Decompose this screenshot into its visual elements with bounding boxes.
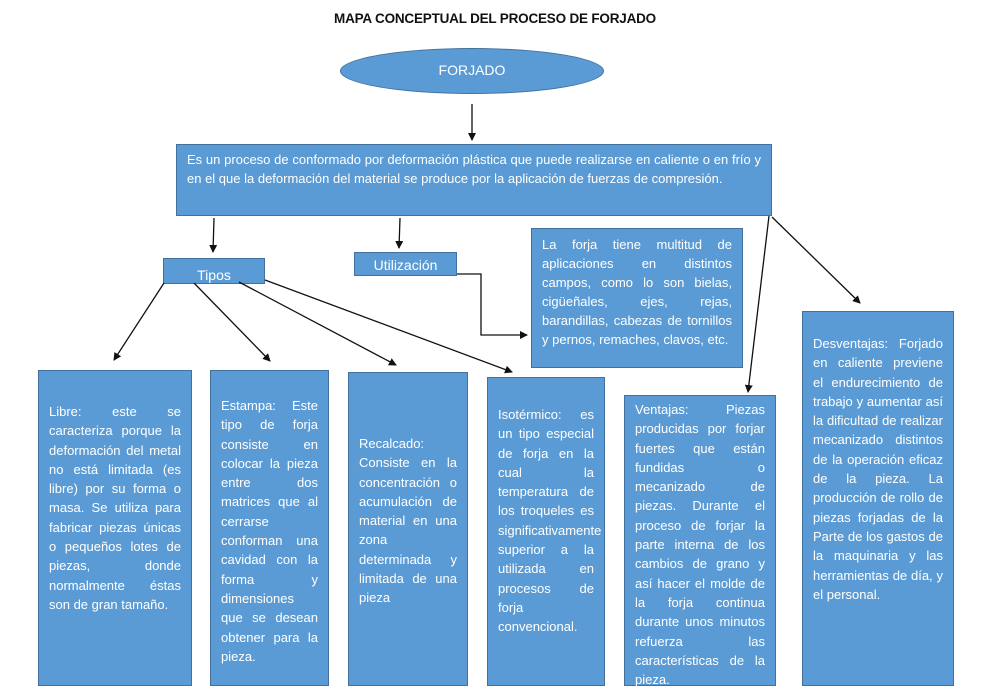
- ventajas-text: Ventajas: Piezas producidas por forjar f…: [635, 402, 765, 688]
- arrow-definition-to-desventajas: [771, 216, 861, 304]
- arrow-tipos-to-estampa: [193, 282, 271, 362]
- tipos-label: Tipos: [197, 267, 231, 283]
- utilizacion-detail-text: La forja tiene multitud de aplicaciones …: [542, 237, 732, 347]
- tipo-estampa-text: Estampa: Este tipo de forja consiste en …: [221, 398, 318, 664]
- tipos-node[interactable]: Tipos: [163, 258, 265, 284]
- tipo-estampa-node[interactable]: Estampa: Este tipo de forja consiste en …: [210, 370, 329, 686]
- arrow-definition-to-ventajas: [744, 215, 770, 393]
- arrow-tipos-to-isotermico: [264, 279, 513, 374]
- desventajas-node[interactable]: Desventajas: Forjado en caliente previen…: [802, 311, 954, 686]
- definition-text: Es un proceso de conformado por deformac…: [187, 152, 761, 186]
- tipo-isotermico-node[interactable]: Isotérmico: es un tipo especial de forja…: [487, 377, 605, 686]
- root-node-forjado[interactable]: FORJADO: [340, 48, 604, 94]
- utilizacion-label: Utilización: [373, 257, 438, 273]
- tipo-isotermico-text: Isotérmico: es un tipo especial de forja…: [498, 407, 602, 635]
- arrow-definition-to-tipos: [209, 217, 218, 253]
- definition-node[interactable]: Es un proceso de conformado por deformac…: [176, 144, 772, 216]
- utilizacion-node[interactable]: Utilización: [354, 252, 457, 276]
- desventajas-text: Desventajas: Forjado en caliente previen…: [813, 336, 943, 602]
- page-title: MAPA CONCEPTUAL DEL PROCESO DE FORJADO: [334, 11, 656, 26]
- tipo-libre-node[interactable]: Libre: este se caracteriza porque la def…: [38, 370, 192, 686]
- tipo-recalcado-text: Recalcado: Consiste en la concentración …: [359, 436, 457, 606]
- utilizacion-detail-node[interactable]: La forja tiene multitud de aplicaciones …: [531, 228, 743, 368]
- arrow-utilizacion-to-detail: [457, 273, 528, 339]
- root-node-label: FORJADO: [438, 62, 506, 78]
- arrow-definition-to-utilizacion: [395, 217, 404, 249]
- tipo-recalcado-node[interactable]: Recalcado: Consiste en la concentración …: [348, 372, 468, 686]
- tipo-libre-text: Libre: este se caracteriza porque la def…: [49, 404, 181, 612]
- arrow-tipos-to-recalcado: [238, 281, 397, 366]
- ventajas-node[interactable]: Ventajas: Piezas producidas por forjar f…: [624, 395, 776, 688]
- arrow-tipos-to-libre: [113, 282, 165, 361]
